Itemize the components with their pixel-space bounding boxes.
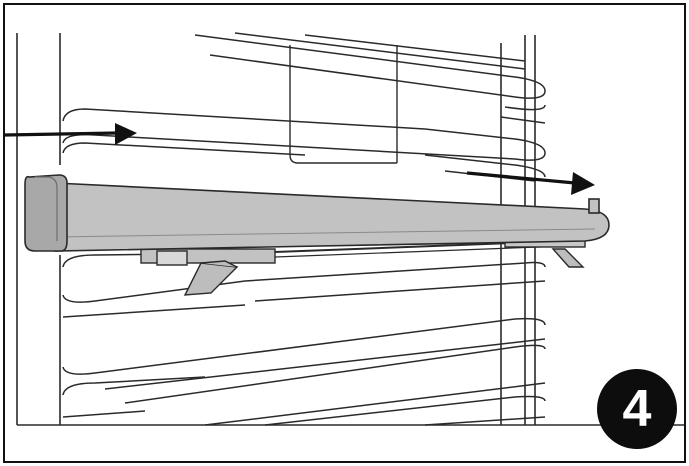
rail-lock-clip-right bbox=[551, 248, 585, 268]
step-number: 4 bbox=[622, 380, 652, 438]
lower-wire-shelf bbox=[62, 252, 546, 426]
telescopic-rail bbox=[24, 174, 610, 252]
insert-arrow-right bbox=[466, 171, 595, 195]
step-number-badge: 4 bbox=[597, 369, 677, 449]
oven-side-wall bbox=[16, 33, 61, 425]
insert-arrow-left bbox=[5, 123, 137, 145]
diagram-frame: 4 bbox=[3, 3, 686, 463]
upper-wire-shelf bbox=[194, 32, 546, 124]
middle-wire-shelf bbox=[62, 108, 546, 182]
rail-lock-clip-left bbox=[183, 260, 239, 296]
oven-back-panel bbox=[289, 45, 398, 164]
oven-rack-telescopic-rail-illustration bbox=[5, 32, 684, 426]
